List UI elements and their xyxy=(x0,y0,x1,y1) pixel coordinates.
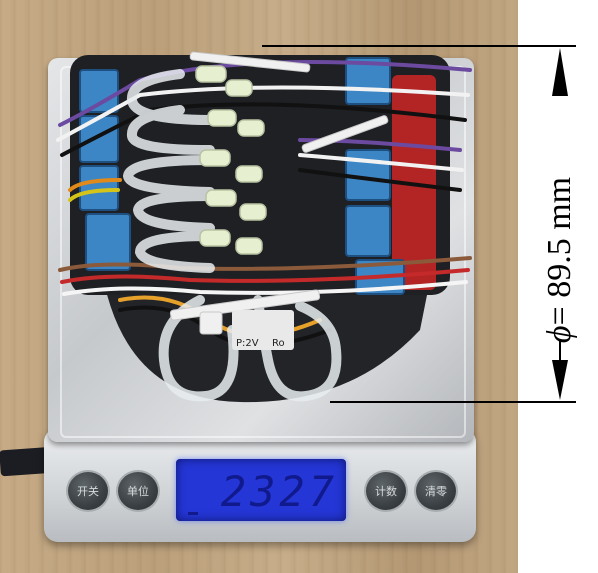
count-button[interactable]: 计数 xyxy=(364,470,408,512)
weight-reading: 2327 xyxy=(220,467,338,516)
board-text: P:2V xyxy=(236,338,259,349)
small-board xyxy=(232,310,294,350)
photo: P:2V Ro 2327 开关 单位 计数 清零 xyxy=(0,0,518,573)
power-button[interactable]: 开关 xyxy=(66,470,110,512)
unit-button[interactable]: 单位 xyxy=(116,470,160,512)
phi-symbol: ϕ xyxy=(541,325,578,344)
diameter-label: ϕ= 89.5 mm xyxy=(520,110,598,410)
display-indicator xyxy=(188,512,198,515)
clear-tubing xyxy=(122,69,342,402)
tare-button[interactable]: 清零 xyxy=(414,470,458,512)
left-valves xyxy=(79,69,131,271)
soft-actuator-device: P:2V Ro xyxy=(56,51,472,403)
tube-connectors xyxy=(195,65,267,255)
scale-display: 2327 xyxy=(176,459,346,521)
wire-bundles xyxy=(56,60,472,347)
diameter-text: ϕ= 89.5 mm xyxy=(541,177,579,343)
diameter-value: = 89.5 mm xyxy=(541,176,578,326)
up-arrow-icon xyxy=(552,48,568,96)
board-text-2: Ro xyxy=(272,338,285,349)
cable-ties xyxy=(169,51,389,335)
down-arrow-icon xyxy=(552,360,568,400)
